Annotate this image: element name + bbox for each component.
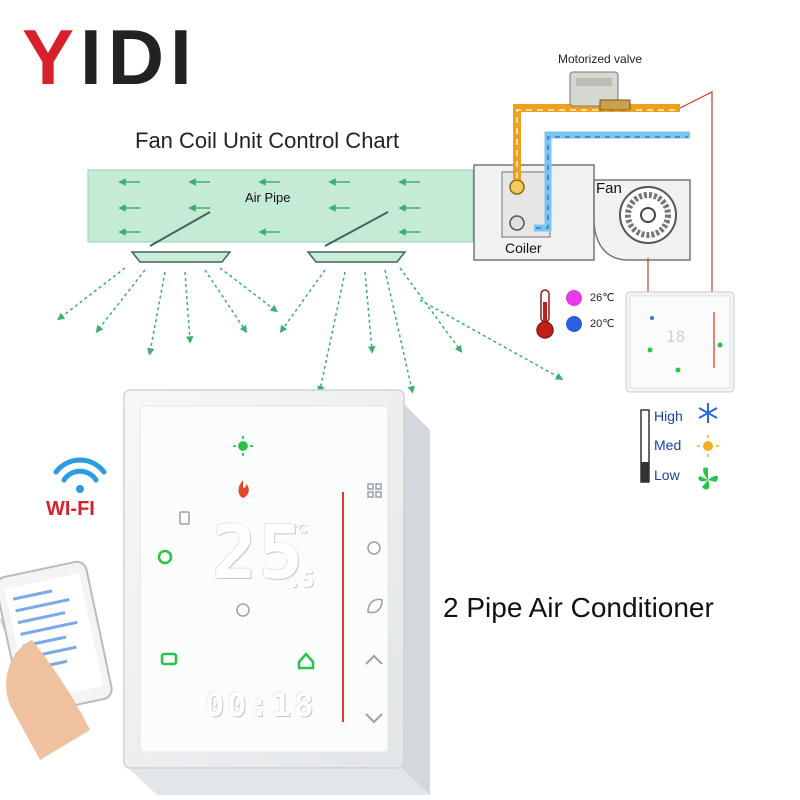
room-air-arrows [57,267,564,394]
speed-med-label: Med [654,437,682,453]
wifi-icon [53,457,107,493]
hot-indicator-dot [566,290,582,306]
menu-icon [367,483,382,498]
schedule-icon [236,603,250,617]
mini-thermostat [625,291,735,393]
home-mode-icon [297,652,315,670]
lock-icon [179,511,190,525]
cold-indicator-dot [566,316,582,332]
eco-leaf-icon [367,598,383,614]
thermometer-icon [536,289,554,339]
temperature-display: 25 [212,510,306,596]
duct-arrows [118,178,420,236]
motorized-valve-label: Motorized valve [558,52,643,66]
motorized-valve-icon [569,71,631,111]
product-title: 2 Pipe Air Conditioner [443,592,714,623]
mini-thermostat-display: 18 [666,327,686,346]
diffuser-right [306,211,407,263]
speed-low-label: Low [654,467,680,483]
snowflake-icon [698,403,718,423]
up-arrow-icon [365,654,383,665]
speed-high-label: High [654,408,683,424]
ac-mode-icon [160,652,178,666]
brand-logo-first-letter: Y [22,13,81,101]
brand-logo: YIDI [22,18,198,96]
clock-icon [367,541,381,555]
time-display: 00:18 [205,686,317,724]
fan-speed-slider [640,409,650,483]
sun-mode-icon [233,436,253,456]
air-duct [87,169,474,243]
thermostat-panel [123,389,430,795]
cold-temp-label: 20℃ [590,318,615,330]
fan-icon [698,467,718,490]
air-pipe-label: Air Pipe [245,190,291,205]
diffuser-left [130,211,232,263]
brand-logo-rest: IDI [80,13,198,101]
hot-temp-label: 26℃ [590,292,615,304]
down-arrow-icon [365,713,383,724]
temperature-unit: °C [292,520,308,536]
fan-label: Fan [596,180,622,197]
wifi-label: WI-FI [46,498,95,520]
temperature-decimal: .5 [288,568,315,593]
sun-icon [697,435,719,457]
diagram-title: Fan Coil Unit Control Chart [135,128,400,153]
coiler-label: Coiler [505,240,542,256]
control-wire [679,91,713,295]
fan-mode-icon [157,549,173,565]
phone-in-hand-image [0,560,113,760]
heating-flame-icon [238,480,249,498]
